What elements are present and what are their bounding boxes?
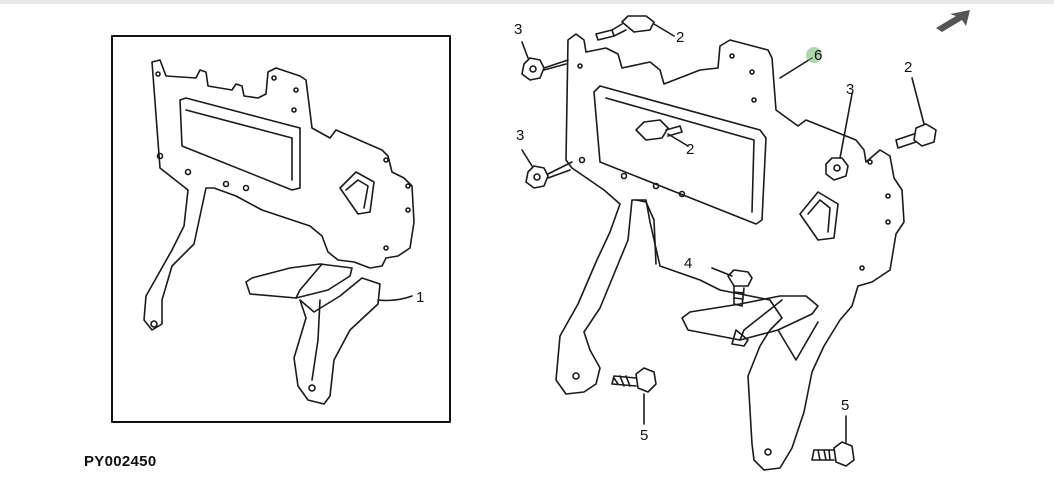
- callout-1: 1: [416, 289, 425, 306]
- callout-3-mid: 3: [516, 127, 525, 144]
- callout-2-top: 2: [676, 29, 685, 46]
- callout-5-right: 5: [841, 397, 850, 414]
- highlight-marker: [806, 47, 822, 63]
- inset-bracket: [143, 59, 415, 405]
- arrow-icon[interactable]: [936, 10, 976, 32]
- callout-5-left: 5: [640, 427, 649, 444]
- callout-6: 6: [814, 47, 823, 64]
- callout-4: 4: [684, 255, 693, 272]
- callout-3-top: 3: [514, 21, 523, 38]
- callout-3-right: 3: [846, 81, 855, 98]
- inset-frame: [111, 35, 451, 423]
- callout-2-mid: 2: [686, 141, 695, 158]
- top-strip: [0, 0, 1054, 4]
- exploded-bracket: [521, 15, 937, 471]
- figure-code: PY002450: [84, 453, 157, 470]
- callout-2-right: 2: [904, 59, 913, 76]
